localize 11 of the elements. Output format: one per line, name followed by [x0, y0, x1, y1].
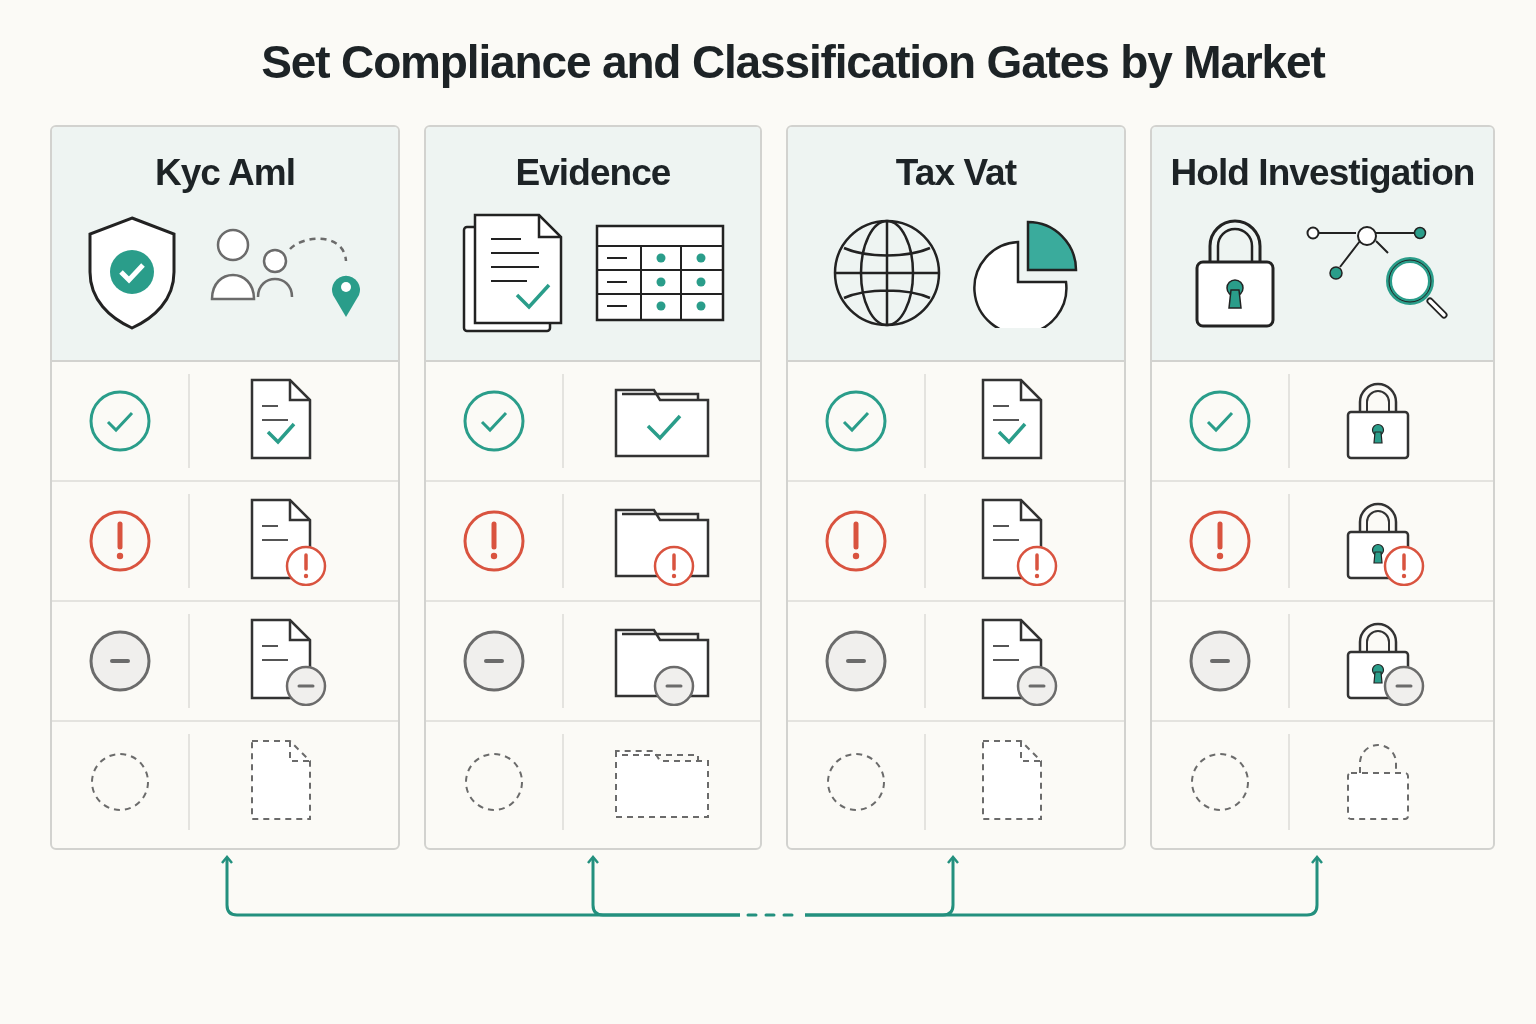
- market-panel: [1150, 125, 1495, 850]
- arrow: [586, 855, 740, 917]
- panel-heading: Evidence: [515, 151, 671, 195]
- market-panel: [50, 125, 400, 850]
- panel-heading: Tax Vat: [895, 151, 1017, 195]
- panel-heading: Hold Investigation: [1170, 151, 1475, 195]
- arrow: [805, 855, 1324, 917]
- title: Set Compliance and Classification Gates by Market: [260, 35, 1327, 90]
- market-panel: [786, 125, 1126, 850]
- market-panel: [424, 125, 762, 850]
- panel-heading: Kyc Aml: [154, 151, 296, 195]
